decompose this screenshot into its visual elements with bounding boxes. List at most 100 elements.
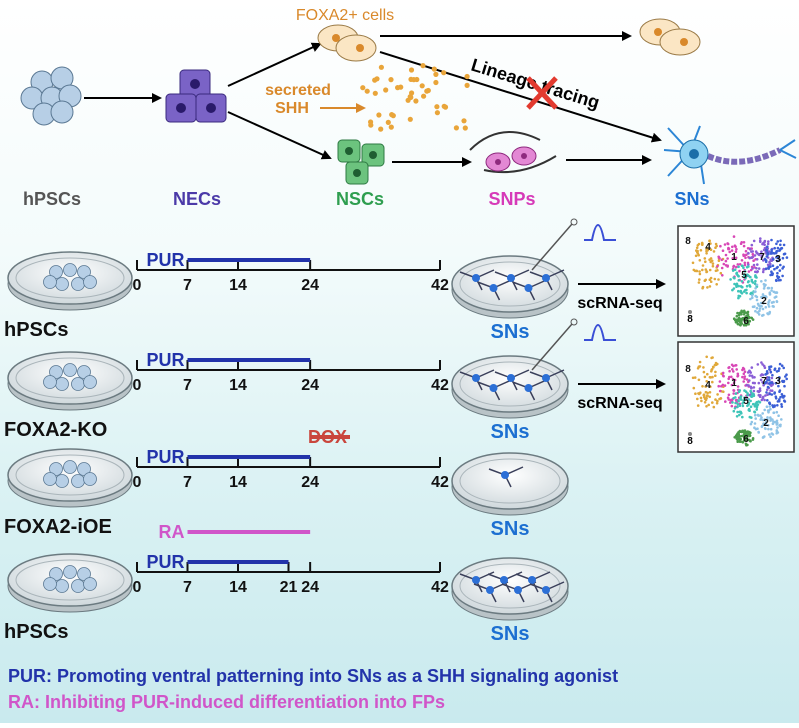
shh-dot — [408, 67, 415, 73]
shh-dot — [461, 118, 467, 124]
timeline-tick-label: 21 — [280, 579, 298, 596]
timeline-tick-label: 24 — [301, 474, 319, 491]
timeline-tick-label: 0 — [133, 474, 142, 491]
action-potential-icon — [584, 324, 616, 341]
culture-dish-icon — [7, 251, 133, 311]
stage-sn-label: SNs — [674, 189, 709, 209]
timeline-tick-label: 0 — [133, 377, 142, 394]
neuron-dish-icon — [451, 557, 569, 621]
timeline-tick-label: 0 — [133, 277, 142, 294]
umap-cluster-label: 2 — [761, 296, 767, 307]
shh-dot — [425, 87, 431, 94]
treatment-label: PUR — [146, 250, 184, 270]
shh-dot — [389, 112, 395, 118]
shh-dot — [376, 112, 382, 118]
electrode-icon — [531, 323, 573, 371]
action-potential-icon — [584, 224, 616, 241]
nec-cells-icon — [165, 69, 227, 123]
legend-ra: RA: Inhibiting PUR-induced differentiati… — [8, 692, 445, 712]
shh-dot — [360, 85, 366, 91]
neuron-dish-icon — [451, 452, 569, 516]
shh-dot — [411, 77, 417, 83]
timeline-tick-label: 42 — [431, 277, 449, 294]
timeline-tick-label: 24 — [301, 579, 319, 596]
umap-cluster-label: 2 — [763, 418, 769, 429]
secreted-label: secreted — [265, 82, 331, 99]
treatment-label: DOX — [308, 427, 347, 447]
electrode-icon — [531, 223, 573, 271]
timeline-tick-label: 42 — [431, 377, 449, 394]
umap-cluster-label: 1 — [731, 378, 737, 389]
timeline-tick-label: 14 — [229, 277, 247, 294]
shh-dot — [407, 116, 413, 122]
foxa2-cells-end-icon — [639, 18, 701, 56]
shh-dot — [441, 70, 447, 76]
foxa2-cells-icon — [317, 24, 377, 62]
umap-cluster-label: 5 — [741, 270, 747, 281]
umap-cluster-label: 8 — [687, 314, 693, 325]
shh-dot — [385, 119, 391, 125]
snp-cells-icon — [469, 131, 557, 174]
sns-label: SNs — [491, 623, 530, 645]
umap-cluster-label: 5 — [743, 396, 749, 407]
timeline-tick-label: 42 — [431, 474, 449, 491]
shh-dot — [431, 66, 437, 72]
scrna-label: scRNA-seq — [577, 395, 662, 412]
row-label: FOXA2-KO — [4, 419, 107, 441]
shh-dot — [388, 77, 394, 83]
treatment-label: PUR — [146, 350, 184, 370]
culture-dish-icon — [7, 553, 133, 613]
timeline-tick-label: 14 — [229, 579, 247, 596]
umap-cluster-label: 8 — [687, 436, 693, 447]
shh-dot — [383, 87, 389, 93]
shh-dot — [388, 124, 394, 130]
timeline-tick-label: 7 — [183, 474, 192, 491]
umap-cluster-label: 1 — [731, 252, 737, 263]
hpsc-cluster-icon — [20, 66, 82, 126]
shh-dot — [374, 76, 380, 82]
umap-cluster-label: 7 — [761, 376, 767, 387]
timeline-tick-label: 0 — [133, 579, 142, 596]
umap-cluster-label: 6 — [743, 316, 749, 327]
foxa2-label: FOXA2+ cells — [296, 7, 394, 24]
shh-dot — [419, 83, 425, 89]
sn-neuron-icon — [663, 125, 797, 185]
umap-cluster-label: 3 — [775, 254, 781, 265]
culture-dish-icon — [7, 448, 133, 508]
shh-dot — [368, 122, 374, 128]
shh-dot — [433, 71, 439, 77]
neuron-dish-icon — [451, 255, 569, 319]
shh-dot — [378, 126, 384, 132]
stage-labels: hPSCs NECs NSCs SNPs SNs — [23, 189, 710, 209]
shh-dot — [441, 103, 447, 109]
neuron-dish-icon — [451, 355, 569, 419]
timeline-tick-label: 7 — [183, 579, 192, 596]
row-label: hPSCs — [4, 621, 68, 643]
cross-icon — [526, 76, 558, 110]
timeline-tick-label: 7 — [183, 377, 192, 394]
shh-dot — [372, 90, 378, 96]
shh-dot — [421, 93, 427, 99]
shh-dots — [360, 63, 470, 132]
timeline-tick-label: 7 — [183, 277, 192, 294]
treatment-label: RA — [159, 522, 185, 542]
umap-cluster-label: 8 — [685, 364, 691, 375]
timeline-tick-label: 24 — [301, 377, 319, 394]
shh-dot — [378, 64, 384, 70]
nsc-cells-icon — [337, 139, 385, 185]
treatment-label: PUR — [146, 552, 184, 572]
stage-hpsc-label: hPSCs — [23, 189, 81, 209]
sns-label: SNs — [491, 421, 530, 443]
shh-dot — [464, 73, 470, 80]
umap-cluster-label: 4 — [705, 242, 711, 253]
legend-pur: PUR: Promoting ventral patterning into S… — [8, 666, 618, 686]
